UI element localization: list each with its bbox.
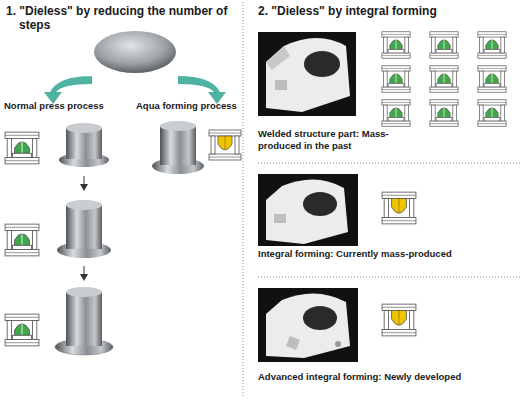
- part-photo: [258, 32, 356, 116]
- section-panel: 2. "Dieless" by integral formingWelded s…: [244, 0, 525, 400]
- part-caption: Welded structure part: Mass-produced in …: [258, 128, 408, 152]
- cup-photo: [152, 121, 204, 174]
- process-title: Aqua forming process: [136, 100, 243, 112]
- part-row: Integral forming: Currently mass-produce…: [258, 170, 523, 274]
- part-photo: [258, 174, 358, 246]
- part-row: Advanced integral forming: Newly develop…: [258, 283, 523, 395]
- die-icon: [5, 132, 39, 164]
- part-photo: [258, 288, 358, 362]
- process-column: Aqua forming process: [136, 100, 243, 180]
- die-icon: [382, 304, 416, 336]
- split-arrows: [44, 64, 226, 104]
- step-arrow: [80, 184, 88, 191]
- die-icon: [209, 130, 241, 160]
- cup-photo: [59, 123, 109, 167]
- die-icon: [5, 224, 39, 256]
- part-row: Welded structure part: Mass-produced in …: [258, 28, 523, 160]
- section-panel: 1. "Dieless" by reducing the number of s…: [0, 0, 243, 400]
- section-divider: [243, 2, 244, 398]
- cup-photo: [57, 200, 111, 258]
- die-icon: [382, 192, 416, 224]
- die-icon-grid: [382, 32, 506, 126]
- section-heading: 1. "Dieless" by reducing the number of s…: [6, 4, 238, 32]
- process-column: Normal press process: [4, 100, 134, 390]
- cup-photo: [55, 287, 113, 355]
- part-caption: Integral forming: Currently mass-produce…: [258, 248, 520, 260]
- row-divider: [258, 277, 520, 278]
- row-divider: [258, 163, 520, 164]
- blank-disk-photo: [92, 28, 178, 78]
- process-title: Normal press process: [4, 100, 134, 112]
- step-arrow: [80, 274, 88, 281]
- section-heading: 2. "Dieless" by integral forming: [258, 4, 520, 18]
- die-icon: [5, 314, 39, 346]
- part-caption: Advanced integral forming: Newly develop…: [258, 371, 520, 383]
